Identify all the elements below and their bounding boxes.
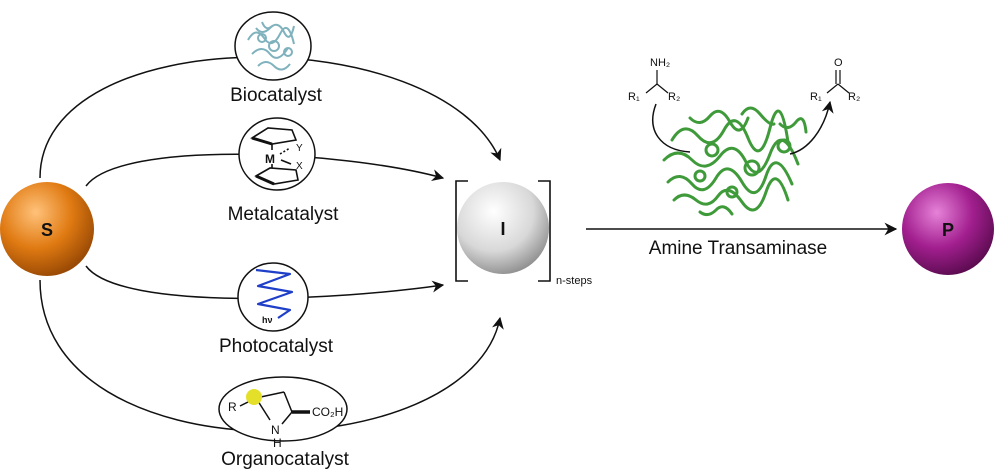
- substrate-node: S: [0, 182, 94, 276]
- right-bracket: [538, 180, 551, 282]
- metalcatalyst-badge: M Y X: [238, 117, 316, 191]
- amine-r1: R₁: [628, 91, 640, 103]
- carboxylic-acid: CO₂H: [312, 405, 343, 419]
- left-bracket: [455, 180, 468, 282]
- light-zigzag-icon: [255, 268, 294, 319]
- enzyme-structure-icon: [247, 21, 295, 71]
- n-steps-label: n-steps: [556, 275, 593, 287]
- organocatalyst-label: Organocatalyst: [221, 449, 350, 470]
- transaminase-label: Amine Transaminase: [649, 238, 827, 259]
- highlight-dot: [246, 389, 262, 405]
- metal-symbol: M: [265, 152, 275, 166]
- photocatalyst-badge: hν: [237, 262, 309, 332]
- organocatalyst-badge: R N H CO₂H: [218, 376, 348, 450]
- substrate-label: S: [41, 220, 53, 240]
- photocatalyst-label: Photocatalyst: [219, 336, 334, 357]
- amine-structure: NH₂ R₁ R₂: [628, 57, 680, 103]
- amine-consumption-arrow: [652, 103, 691, 153]
- product-node: P: [902, 183, 994, 275]
- intermediate-label: I: [500, 219, 505, 239]
- proline-hydrogen: H: [273, 436, 282, 450]
- ketone-structure: O R₁ R₂: [810, 57, 860, 103]
- photon-symbol: hν: [262, 315, 273, 325]
- ketone-r1: R₁: [810, 91, 822, 103]
- proline-nitrogen: N: [271, 423, 280, 437]
- amine-group: NH₂: [650, 57, 670, 69]
- ligand-y: Y: [296, 143, 303, 154]
- ketone-r2: R₂: [848, 91, 860, 103]
- ligand-x: X: [296, 161, 303, 172]
- product-label: P: [942, 220, 954, 240]
- ketone-formation-arrow: [789, 100, 834, 155]
- intermediate-node: I n-steps: [455, 180, 593, 287]
- r-group: R: [228, 400, 237, 414]
- metallocene-icon: [250, 127, 299, 186]
- biocatalyst-badge: [234, 11, 312, 81]
- ketone-oxygen: O: [834, 57, 843, 69]
- amine-r2: R₂: [668, 91, 680, 103]
- transaminase-structure-icon: [662, 106, 808, 217]
- metalcatalyst-label: Metalcatalyst: [228, 204, 340, 225]
- biocatalyst-label: Biocatalyst: [230, 85, 323, 106]
